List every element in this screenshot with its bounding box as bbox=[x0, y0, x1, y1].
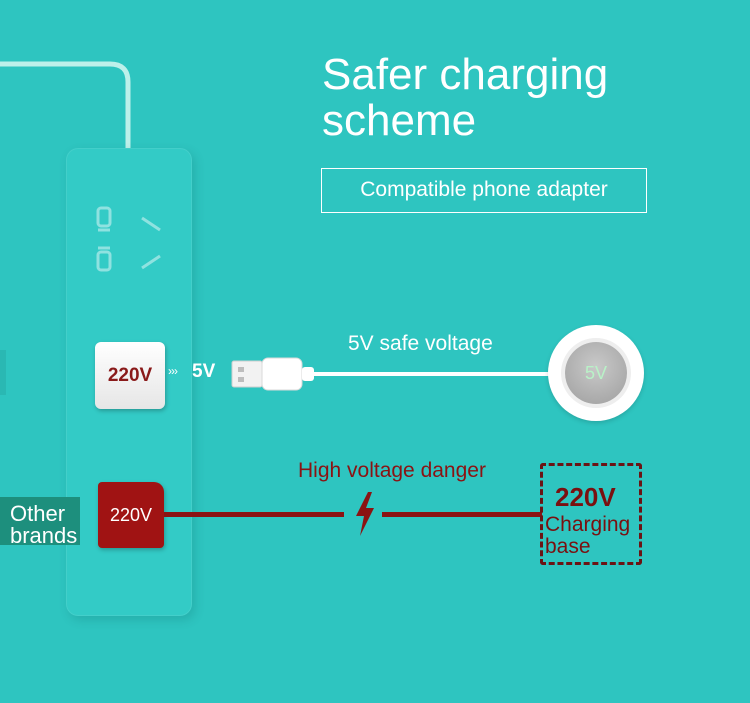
danger-cable-left bbox=[164, 512, 344, 517]
arrow-icon: ››› bbox=[168, 364, 178, 378]
base-voltage-label: 220V bbox=[555, 482, 616, 512]
lightning-bolt-icon bbox=[356, 492, 374, 536]
charging-base-box bbox=[540, 463, 642, 565]
safe-cable bbox=[312, 372, 560, 376]
charger-voltage-label: 5V bbox=[565, 342, 627, 404]
safe-voltage-label: 5V safe voltage bbox=[348, 332, 493, 355]
page-title: Safer charging scheme bbox=[322, 52, 722, 144]
high-voltage-label: High voltage danger bbox=[298, 459, 486, 482]
usb-plug-icon bbox=[231, 357, 314, 391]
compatible-adapter-badge: Compatible phone adapter bbox=[321, 168, 647, 213]
danger-cable-right bbox=[382, 512, 542, 517]
charging-base-label: Charging base bbox=[545, 514, 645, 558]
side-socket bbox=[0, 350, 6, 395]
socket-icon bbox=[96, 206, 161, 272]
other-brands-line-1: Other bbox=[10, 501, 66, 526]
danger-adapter-plug: 220V bbox=[98, 482, 164, 548]
title-line-2: scheme bbox=[322, 96, 477, 145]
charging-base-line-1: Charging bbox=[545, 513, 631, 536]
other-brands-box bbox=[0, 497, 80, 545]
title-line-1: Safer charging bbox=[322, 50, 609, 99]
safe-adapter-plug: 220V bbox=[95, 342, 165, 409]
output-voltage-label: 5V bbox=[192, 361, 216, 382]
charging-base-line-2: base bbox=[545, 535, 591, 558]
other-brands-line-2: brands bbox=[10, 523, 78, 548]
power-cord-icon bbox=[0, 61, 131, 150]
other-brands-label: Other brands bbox=[10, 503, 77, 547]
